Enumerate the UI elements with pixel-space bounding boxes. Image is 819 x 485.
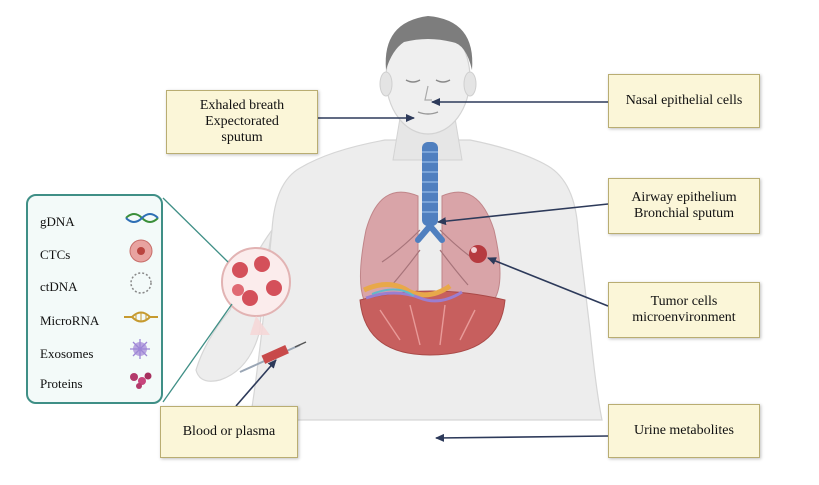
protein-icon bbox=[130, 372, 152, 389]
arrow-blood bbox=[235, 359, 277, 407]
biomarker-proteins: Proteins bbox=[40, 376, 83, 391]
circular-dna-icon bbox=[130, 272, 152, 294]
arrow-urine bbox=[435, 433, 609, 442]
blood-magnifier bbox=[221, 247, 291, 317]
microrna-icon bbox=[124, 311, 158, 323]
label-blood-plasma: Blood or plasma bbox=[160, 406, 298, 458]
tumor-spot bbox=[469, 245, 487, 263]
human-body bbox=[195, 16, 603, 421]
label-nasal-epithelial: Nasal epithelial cells bbox=[608, 74, 760, 128]
biomarker-ctcs: CTCs bbox=[40, 247, 71, 262]
arrow-tumor bbox=[487, 257, 609, 307]
biomarker-panel: gDNA CTCs ctDNA MicroRNA Exosomes Protei… bbox=[26, 194, 163, 404]
biomarker-exosomes: Exosomes bbox=[40, 346, 94, 361]
arrow-airway bbox=[437, 203, 609, 226]
panel-connector-top bbox=[162, 197, 229, 263]
panel-connector-bottom bbox=[162, 303, 233, 403]
trachea bbox=[415, 142, 445, 243]
cell-icon bbox=[129, 239, 153, 263]
biomarker-ctdna: ctDNA bbox=[40, 279, 78, 294]
magnifier-pointer bbox=[250, 316, 270, 335]
biomarker-microrna: MicroRNA bbox=[40, 313, 100, 328]
label-urine-metabolites: Urine metabolites bbox=[608, 404, 760, 458]
biomarker-icons bbox=[124, 213, 159, 389]
dna-helix-icon bbox=[125, 213, 159, 223]
exosome-icon bbox=[130, 339, 150, 359]
diaphragm bbox=[359, 282, 506, 356]
syringe-icon bbox=[239, 341, 307, 373]
biomarker-gdna: gDNA bbox=[40, 214, 75, 229]
